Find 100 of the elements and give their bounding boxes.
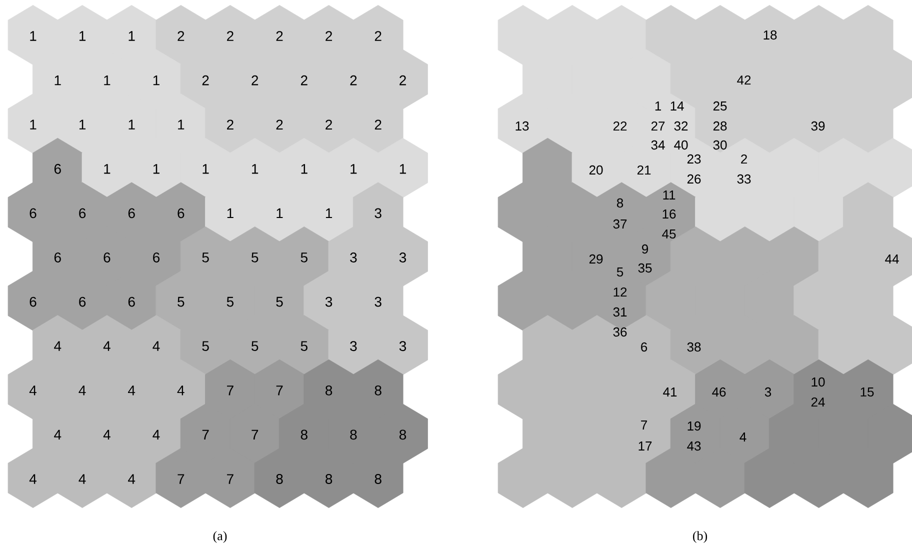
- hex-cell: 1: [82, 49, 132, 110]
- data-label: 42: [737, 75, 751, 85]
- panel-caption: (a): [213, 531, 227, 543]
- hex-cell: 4: [131, 404, 182, 464]
- hex-cell: 4: [82, 404, 132, 464]
- data-label: 38: [687, 342, 701, 352]
- hex-cell: 6: [8, 270, 58, 331]
- hex-cell: 5: [279, 315, 330, 376]
- hex-cell: 8: [279, 404, 330, 464]
- hex-cell: 2: [205, 94, 256, 154]
- data-label: 20: [589, 165, 603, 175]
- data-label: 1: [655, 102, 661, 110]
- hex-cell: 3: [378, 315, 428, 376]
- hex-cell: 4: [8, 359, 58, 420]
- hex-cell: 1: [8, 5, 58, 65]
- hex-cell: 7: [180, 404, 231, 464]
- data-label: 46: [712, 387, 726, 397]
- hex-cell: 6: [57, 270, 108, 331]
- hex-cell: 5: [254, 270, 305, 331]
- hex-cell: 1: [131, 49, 182, 110]
- hex-cell: 6: [156, 182, 206, 242]
- data-label: 21: [637, 165, 651, 175]
- hex-cell: 2: [156, 5, 206, 65]
- hex-cell: 4: [57, 359, 108, 420]
- data-label: 14: [670, 102, 684, 110]
- hex-cell: 1: [82, 138, 132, 198]
- hex-cell: 8: [304, 448, 354, 508]
- hex-cell: 1: [378, 138, 428, 198]
- data-label: 18: [764, 30, 777, 40]
- hex-cell: 3: [304, 270, 354, 331]
- data-label: 27: [651, 121, 665, 131]
- hex-cell: 2: [352, 94, 404, 154]
- hex-cell: 4: [82, 315, 132, 376]
- data-label: 41: [663, 388, 677, 396]
- data-label: 33: [737, 174, 751, 184]
- hex-cell: 2: [180, 49, 231, 110]
- data-label: 26: [687, 174, 701, 184]
- hex-cell: 2: [279, 49, 330, 110]
- data-label: 6: [641, 342, 648, 352]
- data-label: 35: [638, 263, 652, 273]
- hex-cell: 4: [106, 448, 157, 508]
- hex-cell: 5: [230, 226, 280, 286]
- data-label: 4: [740, 432, 746, 442]
- hex-cell: 4: [8, 448, 58, 508]
- hex-cell: 4: [156, 359, 206, 420]
- data-label: 39: [811, 121, 825, 131]
- data-label: 13: [516, 121, 529, 131]
- data-label: 19: [688, 421, 701, 431]
- hex-cell: 5: [279, 226, 330, 286]
- data-label: 8: [616, 198, 624, 208]
- hex-cell: 3: [352, 270, 404, 331]
- data-label: 16: [662, 209, 676, 219]
- data-label: 9: [642, 244, 648, 254]
- data-label: 45: [662, 229, 676, 239]
- hex-cell: 5: [156, 270, 206, 331]
- hex-cell: 2: [254, 5, 305, 65]
- data-label: 23: [687, 154, 701, 164]
- data-label: 24: [811, 397, 825, 407]
- data-label: 34: [651, 140, 665, 150]
- hex-cell: 7: [230, 404, 280, 464]
- hex-cell: 7: [254, 359, 305, 420]
- data-label: 37: [613, 219, 627, 229]
- hex-cell: 6: [8, 182, 58, 242]
- hex-cell: 6: [82, 226, 132, 286]
- hex-cell: 8: [352, 359, 404, 420]
- data-label: 7: [641, 420, 647, 430]
- hex-cell: 2: [378, 49, 428, 110]
- data-label: 17: [638, 442, 652, 450]
- hex-cell: 1: [230, 138, 280, 198]
- hex-cell: 2: [352, 5, 404, 65]
- hex-cell: 8: [352, 448, 404, 508]
- hex-cell: 2: [205, 5, 256, 65]
- hex-cell: 1: [32, 49, 83, 110]
- hex-cell: 1: [156, 94, 206, 154]
- hex-cell: 3: [328, 226, 379, 286]
- data-label: 12: [614, 287, 627, 297]
- hex-cell: 1: [180, 138, 231, 198]
- hex-cell: 5: [180, 315, 231, 376]
- data-label: 22: [613, 121, 627, 131]
- data-label: 36: [613, 327, 627, 337]
- hex-cell: 8: [328, 404, 379, 464]
- data-label: 5: [616, 267, 624, 277]
- hex-cell: 1: [106, 5, 157, 65]
- hex-cell: 2: [304, 5, 354, 65]
- hex-cell: 1: [279, 138, 330, 198]
- data-label: 15: [860, 387, 874, 397]
- hex-cell: 2: [230, 49, 280, 110]
- hex-cell: 7: [205, 359, 256, 420]
- hex-cell: 1: [106, 94, 157, 154]
- data-label: 28: [713, 121, 727, 131]
- data-label: 32: [674, 121, 688, 131]
- hex-cell: 6: [32, 226, 83, 286]
- hex-cell: 5: [230, 315, 280, 376]
- data-label: 43: [687, 441, 701, 451]
- hex-cell: 1: [328, 138, 379, 198]
- hex-cell: 3: [328, 315, 379, 376]
- hex-cell: 1: [57, 94, 108, 154]
- panel-caption: (b): [693, 531, 708, 543]
- data-label: 11: [663, 190, 676, 200]
- hex-cell: 7: [156, 448, 206, 508]
